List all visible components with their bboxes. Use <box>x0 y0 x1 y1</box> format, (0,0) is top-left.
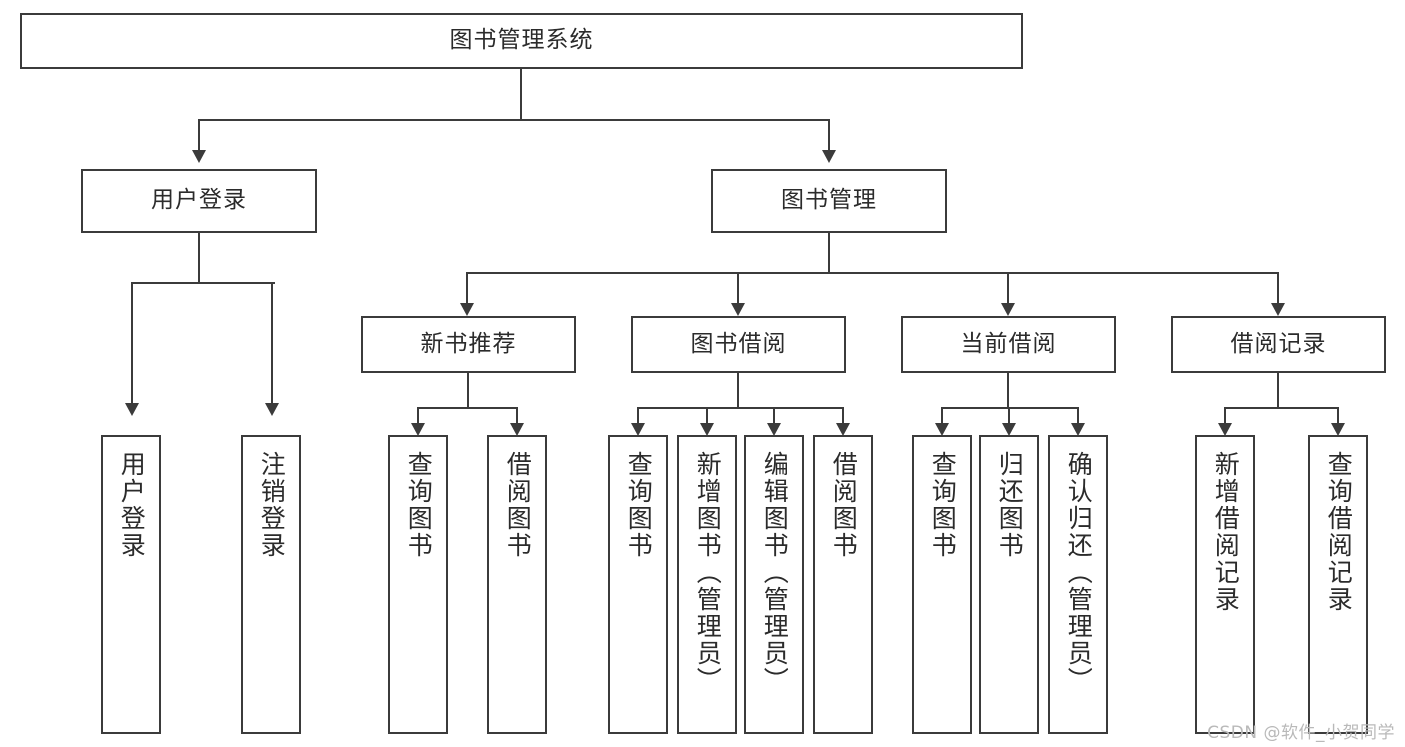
connector-drop-leaf-logout <box>271 282 273 405</box>
arrow-bb-2 <box>700 423 714 436</box>
arrow-bb-4 <box>836 423 850 436</box>
node-user-login[interactable]: 用户登录 <box>81 169 317 233</box>
node-label: 用户登录 <box>117 451 147 559</box>
connector-drop-user-login <box>198 119 200 152</box>
node-root-book-management-system[interactable]: 图书管理系统 <box>20 13 1023 69</box>
arrow-cb-1 <box>935 423 949 436</box>
leaf-query-book-bb[interactable]: 查询图书 <box>608 435 668 734</box>
arrow-bb-1 <box>631 423 645 436</box>
connector-new-book-recommend-stem <box>467 373 469 408</box>
node-book-management[interactable]: 图书管理 <box>711 169 947 233</box>
connector-drop-book-management <box>828 119 830 152</box>
connector-current-borrow-stem <box>1007 373 1009 408</box>
node-label: 新增借阅记录 <box>1211 451 1241 613</box>
connector-user-login-bus <box>131 282 275 284</box>
connector-borrow-record-bus <box>1224 407 1338 409</box>
node-label: 查询图书 <box>928 451 958 559</box>
leaf-logout[interactable]: 注销登录 <box>241 435 301 734</box>
connector-drop-bb-3 <box>773 407 775 427</box>
node-label: 图书借阅 <box>690 330 787 357</box>
node-new-book-recommend[interactable]: 新书推荐 <box>361 316 576 373</box>
node-label: 新增图书（管理员） <box>693 451 723 694</box>
connector-root-bus <box>198 119 830 121</box>
leaf-query-borrow-record[interactable]: 查询借阅记录 <box>1308 435 1368 734</box>
connector-drop-cb-1 <box>941 407 943 427</box>
node-label: 借阅图书 <box>503 451 533 559</box>
node-label: 查询借阅记录 <box>1324 451 1354 613</box>
connector-book-management-bus <box>466 272 1279 274</box>
connector-borrow-record-stem <box>1277 373 1279 408</box>
node-current-borrow[interactable]: 当前借阅 <box>901 316 1116 373</box>
leaf-edit-book-admin[interactable]: 编辑图书（管理员） <box>744 435 804 734</box>
node-label: 当前借阅 <box>960 330 1057 357</box>
connector-drop-br-1 <box>1224 407 1226 427</box>
leaf-return-book[interactable]: 归还图书 <box>979 435 1039 734</box>
leaf-add-book-admin[interactable]: 新增图书（管理员） <box>677 435 737 734</box>
arrow-current-borrow <box>1001 303 1015 316</box>
connector-drop-br-2 <box>1337 407 1339 427</box>
connector-drop-bb-1 <box>637 407 639 427</box>
connector-drop-cb-2 <box>1008 407 1010 427</box>
node-borrow-record[interactable]: 借阅记录 <box>1171 316 1386 373</box>
connector-user-login-stem <box>198 233 200 283</box>
connector-drop-nbr-2 <box>516 407 518 427</box>
connector-drop-nbr-1 <box>417 407 419 427</box>
connector-drop-book-borrow <box>737 272 739 305</box>
node-book-borrow[interactable]: 图书借阅 <box>631 316 846 373</box>
watermark-text: CSDN @软件_小贺同学 <box>1207 723 1395 743</box>
node-label: 图书管理 <box>781 187 877 214</box>
node-label: 借阅记录 <box>1230 330 1327 357</box>
connector-drop-bb-4 <box>842 407 844 427</box>
arrow-nbr-2 <box>510 423 524 436</box>
arrow-new-book-recommend <box>460 303 474 316</box>
node-label: 确认归还（管理员） <box>1064 451 1094 694</box>
leaf-borrow-book-bb[interactable]: 借阅图书 <box>813 435 873 734</box>
connector-drop-leaf-user-login <box>131 282 133 405</box>
arrow-cb-2 <box>1002 423 1016 436</box>
arrow-book-borrow <box>731 303 745 316</box>
connector-new-book-recommend-bus <box>417 407 517 409</box>
node-label: 编辑图书（管理员） <box>760 451 790 694</box>
arrow-br-1 <box>1218 423 1232 436</box>
arrow-nbr-1 <box>411 423 425 436</box>
connector-root-stem <box>520 69 522 120</box>
node-label: 注销登录 <box>257 451 287 559</box>
leaf-add-borrow-record[interactable]: 新增借阅记录 <box>1195 435 1255 734</box>
node-label: 用户登录 <box>151 187 247 214</box>
connector-drop-bb-2 <box>706 407 708 427</box>
arrow-borrow-record <box>1271 303 1285 316</box>
node-label: 查询图书 <box>404 451 434 559</box>
node-label: 查询图书 <box>624 451 654 559</box>
arrow-cb-3 <box>1071 423 1085 436</box>
leaf-confirm-return-admin[interactable]: 确认归还（管理员） <box>1048 435 1108 734</box>
node-label: 归还图书 <box>995 451 1025 559</box>
connector-drop-cb-3 <box>1077 407 1079 427</box>
leaf-query-book-cb[interactable]: 查询图书 <box>912 435 972 734</box>
leaf-borrow-book-nbr[interactable]: 借阅图书 <box>487 435 547 734</box>
arrow-bb-3 <box>767 423 781 436</box>
connector-book-management-stem <box>828 233 830 273</box>
arrow-user-login <box>192 150 206 163</box>
arrow-leaf-user-login <box>125 403 139 416</box>
connector-drop-new-book-recommend <box>466 272 468 305</box>
leaf-user-login[interactable]: 用户登录 <box>101 435 161 734</box>
arrow-leaf-logout <box>265 403 279 416</box>
leaf-query-book-nbr[interactable]: 查询图书 <box>388 435 448 734</box>
node-label: 新书推荐 <box>420 330 517 357</box>
node-label: 图书管理系统 <box>449 27 594 54</box>
connector-drop-current-borrow <box>1007 272 1009 305</box>
node-label: 借阅图书 <box>829 451 859 559</box>
arrow-br-2 <box>1331 423 1345 436</box>
connector-book-borrow-bus <box>637 407 843 409</box>
arrow-book-management <box>822 150 836 163</box>
connector-book-borrow-stem <box>737 373 739 408</box>
connector-drop-borrow-record <box>1277 272 1279 305</box>
